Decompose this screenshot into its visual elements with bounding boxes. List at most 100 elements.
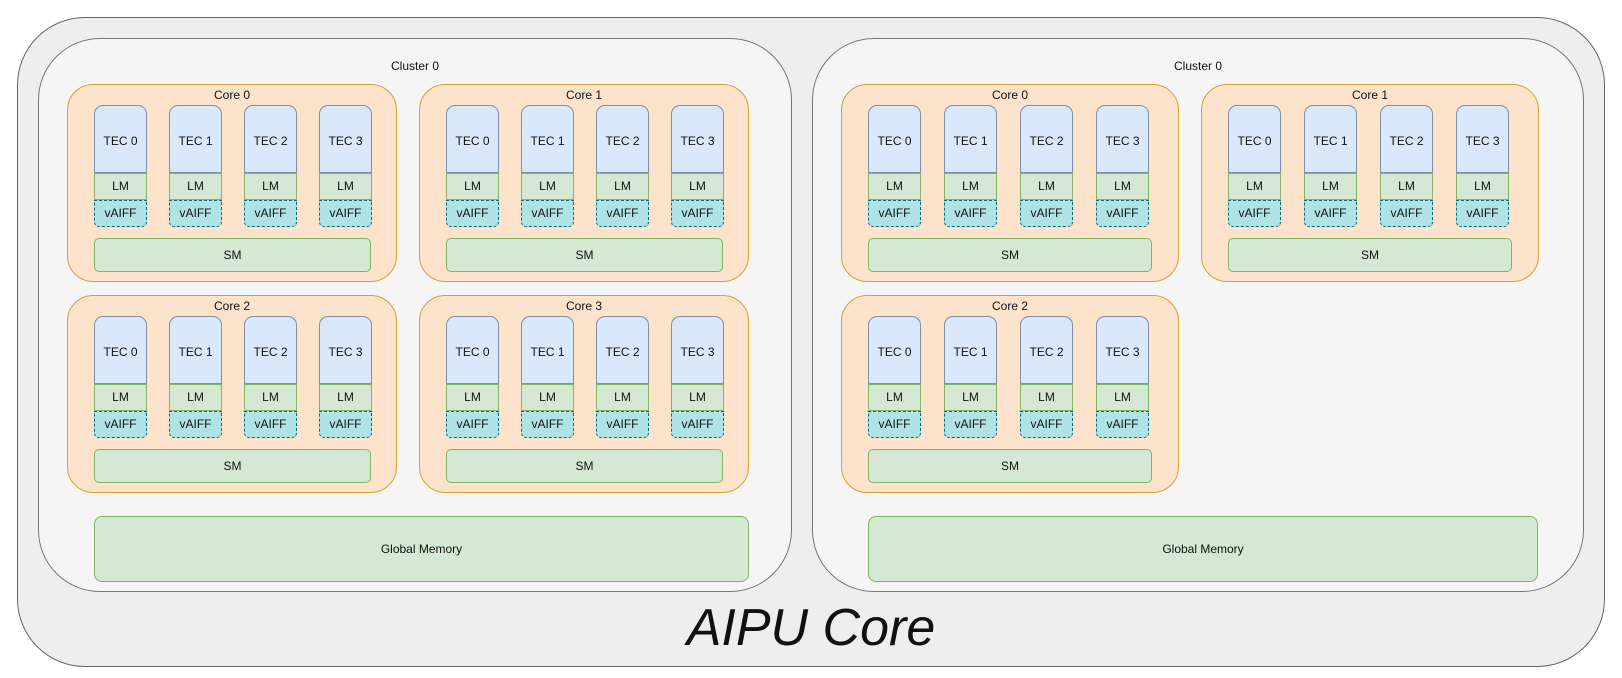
- tec-unit: TEC 3: [319, 105, 372, 173]
- diagram-title: AIPU Core: [686, 599, 936, 657]
- tec-unit: TEC 3: [1096, 316, 1149, 384]
- vaiff-unit: vAIFF: [868, 411, 921, 438]
- tec-unit: TEC 0: [94, 105, 147, 173]
- local-memory: LM: [446, 173, 499, 200]
- tec-unit: TEC 2: [1380, 105, 1433, 173]
- vaiff-unit: vAIFF: [1020, 411, 1073, 438]
- vaiff-unit: vAIFF: [1304, 200, 1357, 227]
- tec-unit: TEC 2: [596, 316, 649, 384]
- tec-unit: TEC 2: [1020, 105, 1073, 173]
- tec-unit: TEC 0: [1228, 105, 1281, 173]
- core-title: Core 1: [1351, 88, 1389, 102]
- local-memory: LM: [671, 384, 724, 411]
- vaiff-unit: vAIFF: [1228, 200, 1281, 227]
- shared-memory: SM: [94, 238, 371, 272]
- tec-unit: TEC 2: [1020, 316, 1073, 384]
- local-memory: LM: [244, 384, 297, 411]
- tec-unit: TEC 1: [944, 105, 997, 173]
- local-memory: LM: [244, 173, 297, 200]
- vaiff-unit: vAIFF: [94, 200, 147, 227]
- tec-unit: TEC 3: [671, 105, 724, 173]
- local-memory: LM: [596, 384, 649, 411]
- vaiff-unit: vAIFF: [169, 200, 222, 227]
- vaiff-unit: vAIFF: [671, 200, 724, 227]
- tec-unit: TEC 1: [169, 105, 222, 173]
- vaiff-unit: vAIFF: [319, 200, 372, 227]
- local-memory: LM: [319, 384, 372, 411]
- vaiff-unit: vAIFF: [1380, 200, 1433, 227]
- local-memory: LM: [596, 173, 649, 200]
- vaiff-unit: vAIFF: [244, 411, 297, 438]
- shared-memory: SM: [446, 238, 723, 272]
- global-memory: Global Memory: [868, 516, 1538, 582]
- local-memory: LM: [169, 173, 222, 200]
- local-memory: LM: [944, 173, 997, 200]
- local-memory: LM: [1228, 173, 1281, 200]
- vaiff-unit: vAIFF: [596, 200, 649, 227]
- local-memory: LM: [169, 384, 222, 411]
- local-memory: LM: [446, 384, 499, 411]
- shared-memory: SM: [446, 449, 723, 483]
- local-memory: LM: [1020, 384, 1073, 411]
- tec-unit: TEC 0: [868, 316, 921, 384]
- local-memory: LM: [868, 384, 921, 411]
- tec-unit: TEC 3: [1456, 105, 1509, 173]
- tec-unit: TEC 1: [1304, 105, 1357, 173]
- vaiff-unit: vAIFF: [446, 411, 499, 438]
- tec-unit: TEC 0: [94, 316, 147, 384]
- tec-unit: TEC 2: [244, 105, 297, 173]
- local-memory: LM: [521, 384, 574, 411]
- local-memory: LM: [1096, 173, 1149, 200]
- local-memory: LM: [671, 173, 724, 200]
- core-title: Core 2: [991, 299, 1029, 313]
- local-memory: LM: [1456, 173, 1509, 200]
- core-title: Core 3: [565, 299, 603, 313]
- tec-unit: TEC 0: [446, 105, 499, 173]
- local-memory: LM: [94, 384, 147, 411]
- tec-unit: TEC 3: [1096, 105, 1149, 173]
- tec-unit: TEC 3: [671, 316, 724, 384]
- vaiff-unit: vAIFF: [1096, 411, 1149, 438]
- vaiff-unit: vAIFF: [244, 200, 297, 227]
- vaiff-unit: vAIFF: [169, 411, 222, 438]
- cluster-title: Cluster 0: [390, 59, 440, 73]
- shared-memory: SM: [868, 449, 1152, 483]
- local-memory: LM: [944, 384, 997, 411]
- shared-memory: SM: [1228, 238, 1512, 272]
- tec-unit: TEC 1: [944, 316, 997, 384]
- global-memory: Global Memory: [94, 516, 749, 582]
- core-title: Core 2: [213, 299, 251, 313]
- vaiff-unit: vAIFF: [1020, 200, 1073, 227]
- core-title: Core 0: [213, 88, 251, 102]
- cluster-title: Cluster 0: [1173, 59, 1223, 73]
- vaiff-unit: vAIFF: [671, 411, 724, 438]
- vaiff-unit: vAIFF: [319, 411, 372, 438]
- tec-unit: TEC 0: [868, 105, 921, 173]
- local-memory: LM: [1380, 173, 1433, 200]
- vaiff-unit: vAIFF: [446, 200, 499, 227]
- vaiff-unit: vAIFF: [94, 411, 147, 438]
- tec-unit: TEC 2: [244, 316, 297, 384]
- vaiff-unit: vAIFF: [521, 411, 574, 438]
- vaiff-unit: vAIFF: [944, 411, 997, 438]
- core-title: Core 0: [991, 88, 1029, 102]
- vaiff-unit: vAIFF: [1456, 200, 1509, 227]
- local-memory: LM: [521, 173, 574, 200]
- tec-unit: TEC 1: [169, 316, 222, 384]
- local-memory: LM: [319, 173, 372, 200]
- local-memory: LM: [1096, 384, 1149, 411]
- tec-unit: TEC 1: [521, 105, 574, 173]
- vaiff-unit: vAIFF: [521, 200, 574, 227]
- vaiff-unit: vAIFF: [868, 200, 921, 227]
- local-memory: LM: [94, 173, 147, 200]
- vaiff-unit: vAIFF: [596, 411, 649, 438]
- vaiff-unit: vAIFF: [944, 200, 997, 227]
